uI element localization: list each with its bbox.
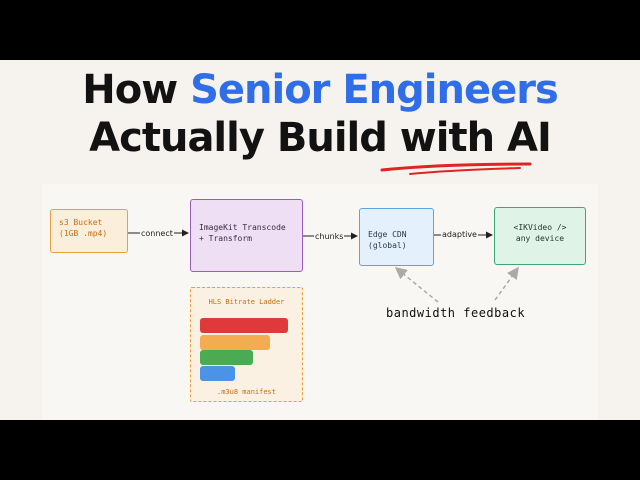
node-imagekit-line-2: + Transform [199,234,252,243]
ladder-title: HLS Bitrate Ladder [208,298,285,306]
hls-bitrate-ladder: HLS Bitrate Ladder .m3u8 manifest [190,287,303,402]
ladder-bar-2 [200,335,270,350]
headline-prefix: How [82,67,191,113]
node-s3-bucket: s3 Bucket (1GB .mp4) [50,209,128,253]
headline-accent: Senior Engineers [190,67,559,113]
node-imagekit-line-1: ImageKit Transcode [199,223,286,232]
edge-label-chunks: chunks [314,232,345,242]
node-s3-line-2: (1GB .mp4) [59,229,108,238]
node-cdn-line-1: Edge CDN [368,230,407,239]
node-device: <IKVideo /> any device [494,207,586,265]
edge-label-adaptive: adaptive [441,230,478,240]
node-edge-cdn: Edge CDN (global) [359,208,434,266]
node-imagekit: ImageKit Transcode + Transform [190,199,303,272]
edge-label-connect: connect [140,229,174,239]
node-device-line-1: <IKVideo /> [513,223,567,232]
headline-line-2: Actually Build with AI [89,115,552,161]
node-s3-line-1: s3 Bucket [59,218,103,227]
node-cdn-line-2: (global) [368,241,407,250]
ladder-bar-3 [200,350,253,365]
bandwidth-feedback-label: bandwidth feedback [386,306,526,320]
ladder-bar-1 [200,318,288,333]
headline-line-1: How Senior Engineers [0,66,640,114]
ladder-bar-4 [200,366,235,381]
node-device-line-2: any device [515,234,565,243]
ladder-footer: .m3u8 manifest [216,388,276,396]
red-underline-scribble [380,162,532,175]
